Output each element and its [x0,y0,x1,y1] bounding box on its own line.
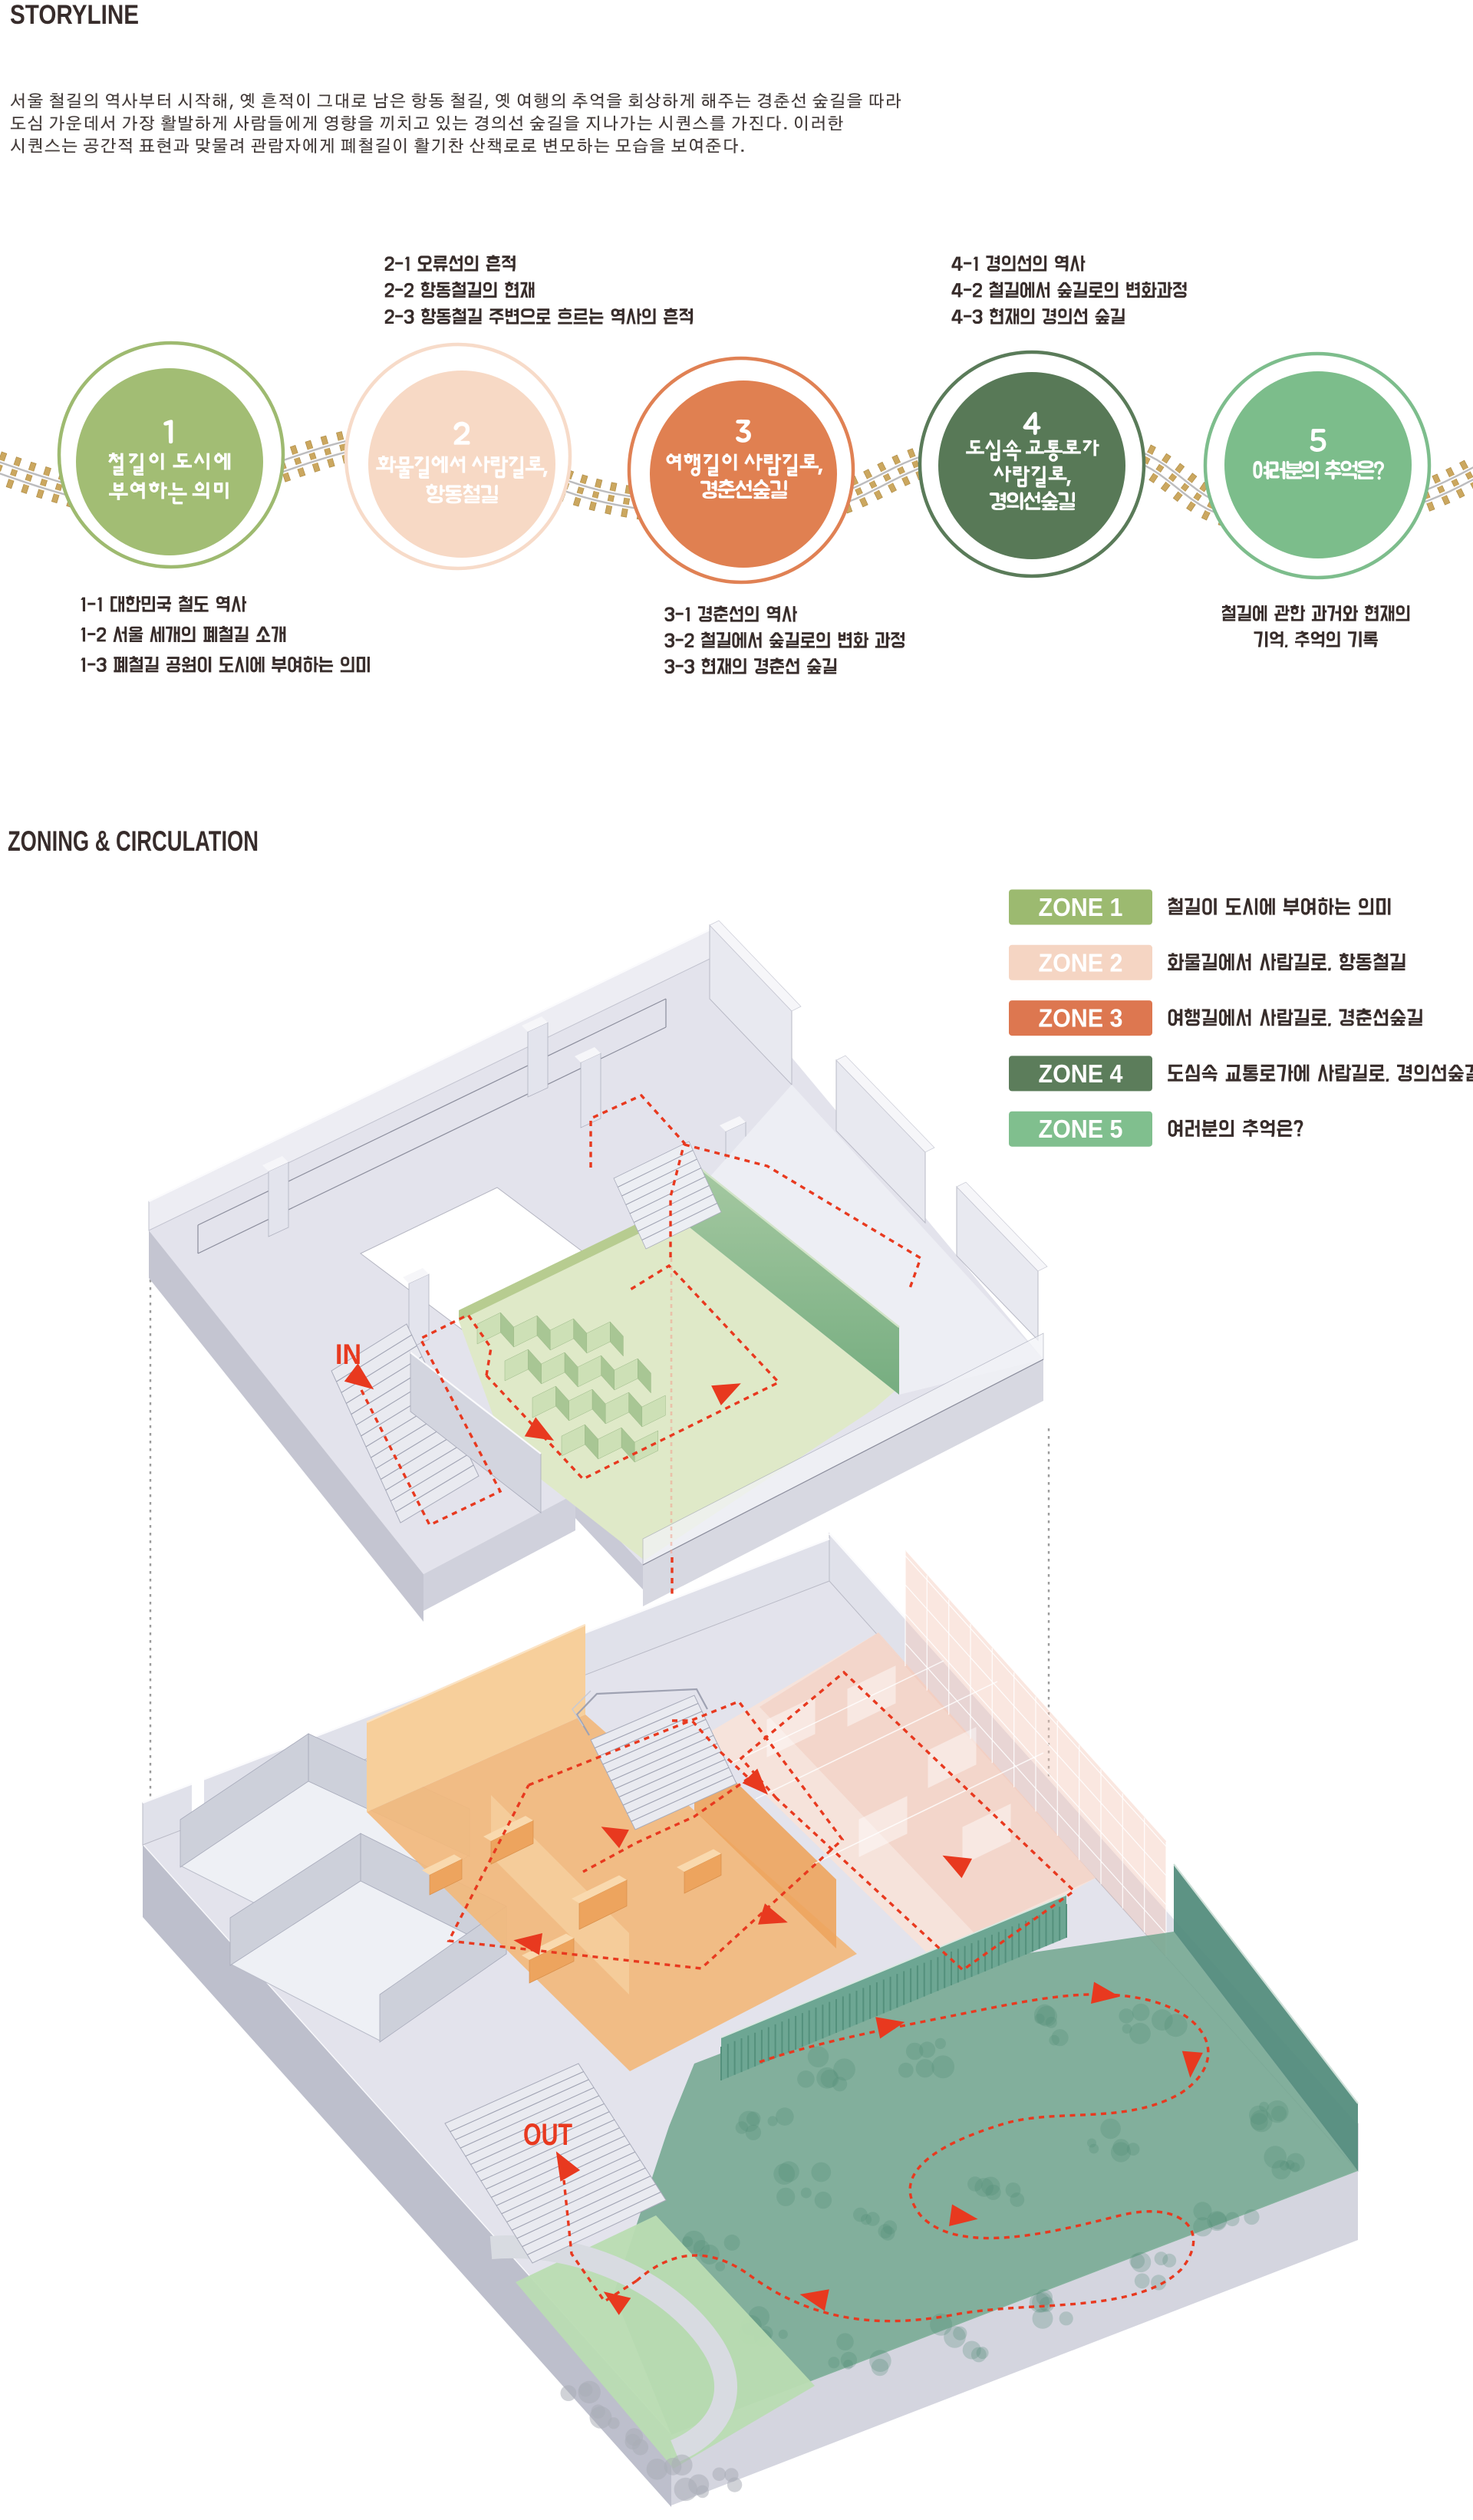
svg-text:ZONE 5: ZONE 5 [1039,1115,1123,1143]
svg-text:ZONING & CIRCULATION: ZONING & CIRCULATION [8,825,259,857]
svg-text:OUT: OUT [523,2118,572,2152]
svg-text:ZONE 2: ZONE 2 [1039,948,1123,977]
svg-text:ZONE 4: ZONE 4 [1039,1059,1124,1088]
svg-text:ZONE 3: ZONE 3 [1039,1004,1123,1033]
svg-text:STORYLINE: STORYLINE [10,0,139,30]
svg-text:ZONE 1: ZONE 1 [1039,893,1123,921]
